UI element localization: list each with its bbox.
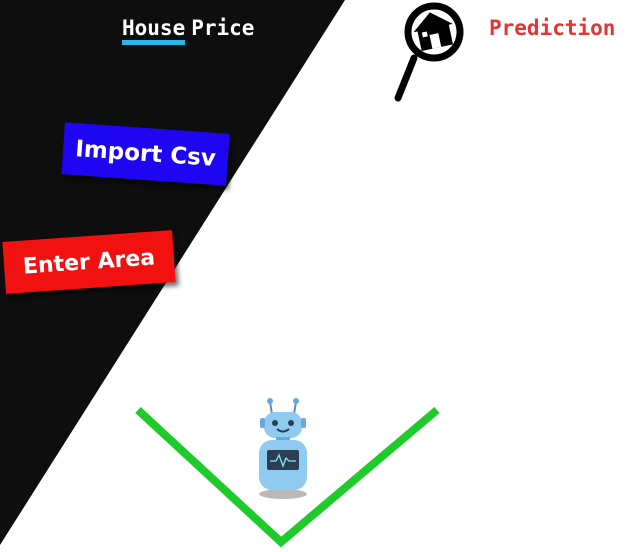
robot-icon <box>259 398 307 499</box>
prediction-label: Prediction <box>489 16 616 40</box>
green-v-mark-icon <box>135 406 440 548</box>
house-magnifier-icon <box>394 2 464 102</box>
title-second-word: Price <box>191 16 255 40</box>
title-first-word: House <box>122 16 186 45</box>
